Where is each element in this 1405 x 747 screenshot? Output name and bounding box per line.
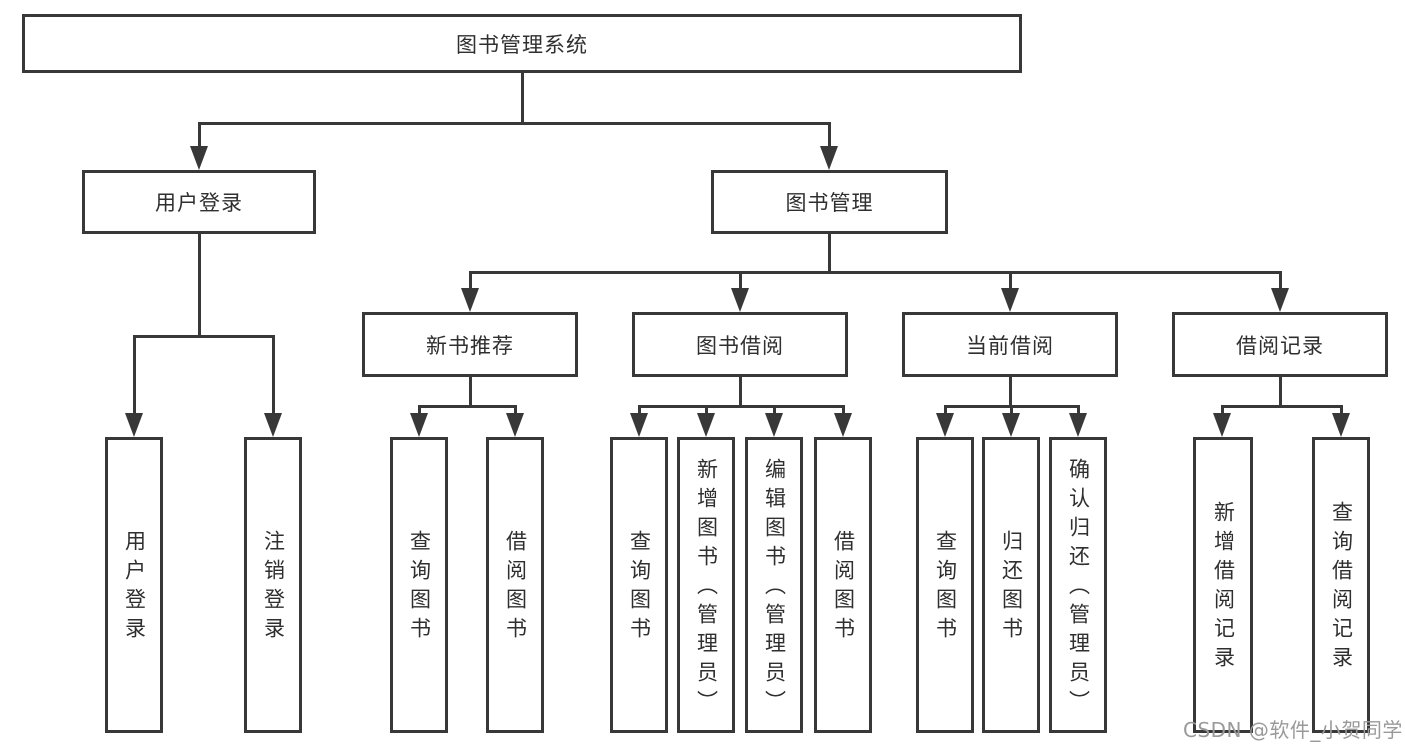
leaf-user-login: 用户登录 [105, 437, 163, 733]
connector-line [132, 334, 275, 338]
leaf-confirm-return-admin: 确认归还（管理员） [1049, 437, 1107, 733]
arrow-down-icon [264, 413, 282, 437]
node-label: 编辑图书（管理员） [762, 457, 787, 719]
node-user-login: 用户登录 [82, 170, 316, 234]
node-label: 查询图书 [407, 530, 432, 646]
arrow-down-icon [1002, 413, 1020, 437]
node-label: 查询借阅记录 [1329, 501, 1354, 675]
connector-line [738, 377, 742, 406]
arrow-down-icon [506, 413, 524, 437]
connector-line [468, 270, 1282, 274]
connector-line [197, 121, 831, 125]
connector-line [1076, 406, 1080, 413]
connector-line [637, 406, 641, 413]
connector-line [468, 272, 472, 288]
connector-line [197, 234, 201, 336]
node-label: 图书管理系统 [456, 32, 588, 57]
node-label: 查询图书 [933, 530, 958, 646]
connector-line [1009, 406, 1013, 413]
node-borrowing-records: 借阅记录 [1172, 312, 1388, 377]
leaf-edit-books-admin: 编辑图书（管理员） [745, 437, 803, 733]
arrow-down-icon [820, 146, 838, 170]
connector-line [1278, 272, 1282, 288]
leaf-logout: 注销登录 [244, 437, 302, 733]
node-label: 借阅图书 [831, 530, 856, 646]
node-label: 借阅记录 [1236, 333, 1324, 358]
leaf-borrow-books-recommend: 借阅图书 [486, 437, 544, 733]
connector-line [738, 272, 742, 288]
arrow-down-icon [410, 413, 428, 437]
arrow-down-icon [125, 413, 143, 437]
connector-line [1008, 377, 1012, 406]
leaf-borrow-books: 借阅图书 [814, 437, 872, 733]
node-label: 注销登录 [261, 530, 286, 646]
arrow-down-icon [697, 413, 715, 437]
arrow-down-icon [461, 288, 479, 312]
connector-line [772, 406, 776, 413]
connector-line [1339, 406, 1343, 413]
leaf-query-books-borrowing: 查询图书 [610, 437, 668, 733]
node-label: 图书管理 [785, 191, 874, 215]
leaf-query-books-current: 查询图书 [916, 437, 974, 733]
node-label: 新书推荐 [426, 333, 514, 358]
connector-line [197, 123, 201, 146]
leaf-query-books-recommend: 查询图书 [390, 437, 448, 733]
leaf-add-books-admin: 新增图书（管理员） [677, 437, 735, 733]
node-label: 借阅图书 [503, 530, 528, 646]
leaf-query-borrow-record: 查询借阅记录 [1312, 437, 1370, 733]
node-label: 当前借阅 [966, 333, 1054, 358]
arrow-down-icon [731, 288, 749, 312]
arrow-down-icon [834, 413, 852, 437]
arrow-down-icon [936, 413, 954, 437]
node-label: 用户登录 [122, 530, 147, 646]
arrow-down-icon [1332, 413, 1350, 437]
connector-line [1220, 406, 1224, 413]
connector-line [841, 406, 845, 413]
node-book-borrowing: 图书借阅 [632, 312, 848, 377]
node-new-book-recommendation: 新书推荐 [362, 312, 578, 377]
connector-line [943, 406, 947, 413]
connector-line [827, 234, 831, 272]
connector-line [827, 123, 831, 146]
arrow-down-icon [630, 413, 648, 437]
node-label: 查询图书 [627, 530, 652, 646]
node-label: 新增借阅记录 [1211, 501, 1236, 675]
arrow-down-icon [765, 413, 783, 437]
connector-line [132, 336, 136, 413]
node-book-management: 图书管理 [711, 170, 948, 234]
connector-line [1278, 377, 1282, 406]
connector-line [704, 406, 708, 413]
connector-line [417, 404, 517, 408]
connector-line [1220, 404, 1343, 408]
arrow-down-icon [1001, 288, 1019, 312]
connector-line [513, 406, 517, 413]
csdn-watermark: CSDN @软件_小贺同学 [1183, 718, 1403, 742]
connector-line [637, 404, 845, 408]
connector-line [417, 406, 421, 413]
leaf-add-borrow-record: 新增借阅记录 [1193, 437, 1253, 733]
node-label: 确认归还（管理员） [1066, 457, 1091, 719]
connector-line [271, 336, 275, 413]
leaf-return-books: 归还图书 [982, 437, 1040, 733]
arrow-down-icon [190, 146, 208, 170]
connector-line [520, 73, 524, 123]
node-current-borrowing: 当前借阅 [902, 312, 1118, 377]
arrow-down-icon [1271, 288, 1289, 312]
node-label: 图书借阅 [696, 333, 784, 358]
node-label: 新增图书（管理员） [694, 457, 719, 719]
connector-line [1008, 272, 1012, 288]
arrow-down-icon [1213, 413, 1231, 437]
node-library-management-system: 图书管理系统 [22, 14, 1022, 73]
node-label: 用户登录 [155, 191, 243, 215]
arrow-down-icon [1069, 413, 1087, 437]
node-label: 归还图书 [999, 530, 1024, 646]
connector-line [468, 377, 472, 406]
